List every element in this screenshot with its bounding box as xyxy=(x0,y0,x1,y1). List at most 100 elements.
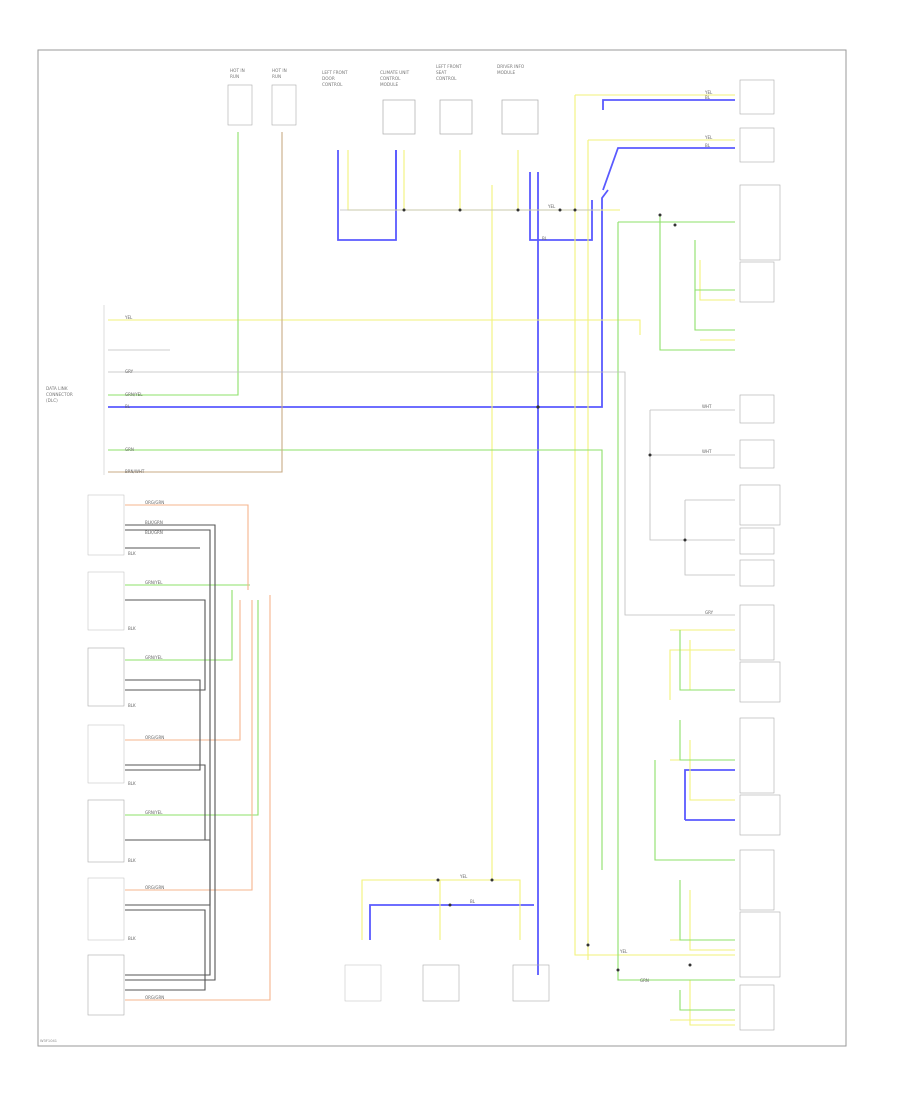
svg-text:CLIMATE UNIT: CLIMATE UNIT xyxy=(380,70,410,75)
wire-label-org-grn-1: ORG/GRN xyxy=(145,500,164,505)
wire-label-yel-3: YEL xyxy=(459,874,468,879)
wire-label-gry-2: GRY xyxy=(705,610,714,615)
left-module-6 xyxy=(87,877,125,941)
wire-label-bl-2: BL xyxy=(542,236,548,241)
wire-label-blk-1: BLK xyxy=(128,551,136,556)
wire-label-grn-yel-1: GRN/YEL xyxy=(125,392,143,397)
wire-label-yel-6: YEL xyxy=(704,135,713,140)
wire-label-grn-yel-4: GRN/YEL xyxy=(145,810,163,815)
wire-label-bl-4: BL xyxy=(705,95,711,100)
module-top-4: DRIVER INFO MODULE xyxy=(497,64,539,135)
wire-label-blk-3: BLK xyxy=(128,703,136,708)
wire-label-org-grn-4: ORG/GRN xyxy=(145,995,164,1000)
svg-text:HOT IN: HOT IN xyxy=(230,68,245,73)
wire-label-bl-3: BL xyxy=(470,899,476,904)
right-modules xyxy=(739,79,781,1031)
left-module-5 xyxy=(87,799,125,863)
bottom-module-3 xyxy=(512,964,550,1002)
svg-text:LEFT FRONT: LEFT FRONT xyxy=(322,70,348,75)
module-top-2: CLIMATE UNIT CONTROL MODULE xyxy=(380,70,416,135)
svg-text:CONTROL: CONTROL xyxy=(322,82,343,87)
diagram-footer-code: W3F1041 xyxy=(40,1039,57,1043)
svg-text:(DLC): (DLC) xyxy=(46,398,58,403)
left-module-7 xyxy=(87,954,125,1016)
wire-label-blk-4: BLK xyxy=(128,781,136,786)
right-module-9 xyxy=(739,559,775,587)
wire-label-brn-wht-1: BRN/WHT xyxy=(125,469,145,474)
right-module-7 xyxy=(739,484,781,526)
top-modules: HOT IN RUN HOT IN RUN LEFT FRONT DOOR CO… xyxy=(227,64,539,135)
svg-text:DATA LINK: DATA LINK xyxy=(46,386,68,391)
wire-label-blk-grn-2: BLK/GRN xyxy=(145,530,163,535)
wire-label-yel-2: YEL xyxy=(547,204,556,209)
wire-label-org-grn-3: ORG/GRN xyxy=(145,885,164,890)
svg-text:HOT IN: HOT IN xyxy=(272,68,287,73)
svg-text:DOOR: DOOR xyxy=(322,76,335,81)
bottom-modules xyxy=(344,964,550,1002)
wire-label-wht-1: WHT xyxy=(702,404,712,409)
left-module-2 xyxy=(87,571,125,631)
svg-text:CONTROL: CONTROL xyxy=(380,76,401,81)
wire-label-yel-5: YEL xyxy=(704,90,713,95)
right-module-8 xyxy=(739,527,775,555)
wire-label-grn-1: GRN xyxy=(125,447,134,452)
right-module-3 xyxy=(739,184,781,261)
data-link-connector: DATA LINK CONNECTOR (DLC) xyxy=(46,305,105,475)
module-sensor-left: HOT IN RUN xyxy=(227,68,253,126)
wire-label-blk-6: BLK xyxy=(128,936,136,941)
right-module-13 xyxy=(739,794,781,836)
wire-label-blk-grn-1: BLK/GRN xyxy=(145,520,163,525)
left-module-3 xyxy=(87,647,125,707)
wire-label-blk-5: BLK xyxy=(128,858,136,863)
right-module-6 xyxy=(739,439,775,469)
svg-text:LEFT FRONT: LEFT FRONT xyxy=(436,64,462,69)
right-module-4 xyxy=(739,261,775,303)
wire-label-org-grn-2: ORG/GRN xyxy=(145,735,164,740)
svg-text:RUN: RUN xyxy=(272,74,281,79)
blue-wires xyxy=(108,99,735,975)
module-top-3: LEFT FRONT SEAT CONTROL xyxy=(436,64,473,135)
left-module-1 xyxy=(87,494,125,556)
right-module-5 xyxy=(739,394,775,424)
right-module-12 xyxy=(739,717,775,794)
svg-text:MODULE: MODULE xyxy=(497,70,516,75)
wires xyxy=(108,94,735,1026)
wire-label-gry-1: GRY xyxy=(125,369,134,374)
gray-wires xyxy=(108,209,735,616)
right-module-14 xyxy=(739,849,775,911)
left-modules xyxy=(87,494,125,1016)
junction-dots xyxy=(402,208,692,972)
right-module-11 xyxy=(739,661,781,703)
wire-label-blk-2: BLK xyxy=(128,626,136,631)
bottom-module-1 xyxy=(344,964,382,1002)
wire-label-grn-yel-3: GRN/YEL xyxy=(145,655,163,660)
green-wires xyxy=(108,132,735,1011)
svg-text:SEAT: SEAT xyxy=(436,70,447,75)
module-top-1: LEFT FRONT DOOR CONTROL xyxy=(322,70,348,87)
diagram-frame xyxy=(37,49,847,1047)
wire-label-wht-2: WHT xyxy=(702,449,712,454)
bottom-module-2 xyxy=(422,964,460,1002)
orange-wires xyxy=(125,504,271,1001)
wire-labels: BL YEL GRN/YEL GRN BRN/WHT GRY YEL BL YE… xyxy=(124,90,714,1000)
module-sensor-right: HOT IN RUN xyxy=(271,68,297,126)
right-module-2 xyxy=(739,127,775,163)
right-module-1 xyxy=(739,79,775,115)
wire-label-grn-yel-2: GRN/YEL xyxy=(145,580,163,585)
black-wires xyxy=(125,524,216,991)
yellow-wires xyxy=(108,94,735,1026)
wire-label-bl-5: BL xyxy=(705,143,711,148)
right-module-10 xyxy=(739,604,775,661)
wire-label-yel-4: YEL xyxy=(619,949,628,954)
svg-text:CONTROL: CONTROL xyxy=(436,76,457,81)
wire-label-yel-1: YEL xyxy=(124,315,133,320)
right-module-15 xyxy=(739,911,781,978)
wire-label-grn-2: GRN xyxy=(640,978,649,983)
right-module-16 xyxy=(739,984,775,1031)
brown-wires xyxy=(108,132,283,473)
svg-text:DRIVER INFO: DRIVER INFO xyxy=(497,64,525,69)
wire-label-bl-1: BL xyxy=(125,404,131,409)
svg-text:RUN: RUN xyxy=(230,74,239,79)
svg-text:MODULE: MODULE xyxy=(380,82,399,87)
